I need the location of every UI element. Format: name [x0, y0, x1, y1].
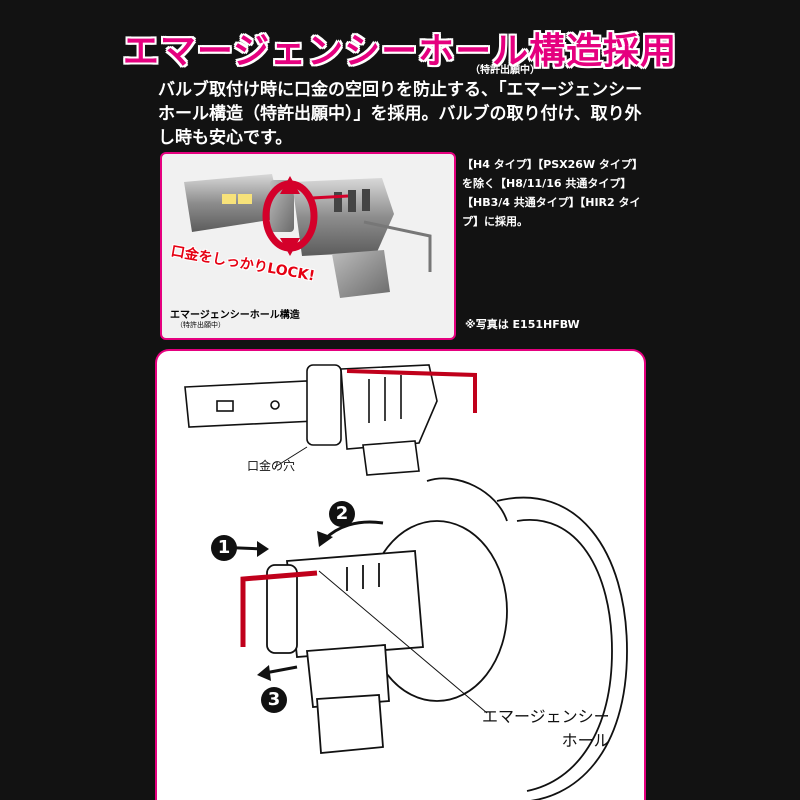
step-3-badge: 3	[261, 687, 287, 713]
hex-key-shape	[363, 220, 432, 272]
diagram-panel: 口金の穴 1 2 3 エマージェンシー ホール	[155, 349, 646, 800]
photo-panel: 口金をしっかりLOCK! エマージェンシーホール構造 （特許出願中）	[160, 152, 456, 340]
bulb-photo-illustration	[184, 174, 432, 298]
intro-text: バルブ取付け時に口金の空回りを防止する、「エマージェンシーホール構造（特許出願中…	[158, 80, 643, 148]
side-note: 【H4 タイプ】【PSX26W タイプ】を除く【H8/11/16 共通タイプ】【…	[462, 158, 643, 228]
connector-shape	[332, 250, 390, 298]
top-hex-key-shape	[346, 369, 477, 413]
arrow-head-shape	[280, 176, 300, 194]
vent-shape	[362, 189, 370, 211]
vent-shape	[334, 192, 342, 212]
emergency-label-line-2: ホール	[561, 731, 610, 750]
hole-label: 口金の穴	[247, 459, 296, 473]
photo-credit: ※写真は E151HFBW	[465, 318, 580, 331]
bottom-hex-key-shape	[240, 570, 318, 647]
indicator-line-shape	[311, 194, 349, 200]
installation-diagram	[184, 364, 628, 800]
photo-caption-sub: （特許出願中）	[176, 321, 225, 329]
emergency-hole-label: エマージェンシー ホール	[482, 705, 610, 753]
arrow-head-shape	[280, 238, 300, 256]
title-wrap: エマージェンシーホール構造採用	[0, 22, 800, 74]
step-2-badge: 2	[329, 501, 355, 527]
led-chip-shape	[222, 194, 236, 204]
patent-tag: （特許出願中）	[470, 65, 540, 76]
step-1-badge: 1	[211, 535, 237, 561]
photo-caption: エマージェンシーホール構造	[170, 310, 300, 321]
top-bulb-drawing	[184, 364, 438, 476]
emergency-leader-line	[318, 570, 488, 714]
pull-arrow-head	[257, 665, 271, 681]
pull-arrow-shape	[264, 665, 298, 675]
push-arrow-head	[257, 541, 269, 557]
hole-leader-line	[274, 446, 308, 468]
led-chip-shape	[238, 194, 252, 204]
rotate-arrow-head	[317, 531, 333, 547]
page-title: エマージェンシーホール構造採用	[122, 31, 678, 72]
emergency-label-line-1: エマージェンシー	[482, 707, 610, 726]
vent-shape	[348, 190, 356, 212]
